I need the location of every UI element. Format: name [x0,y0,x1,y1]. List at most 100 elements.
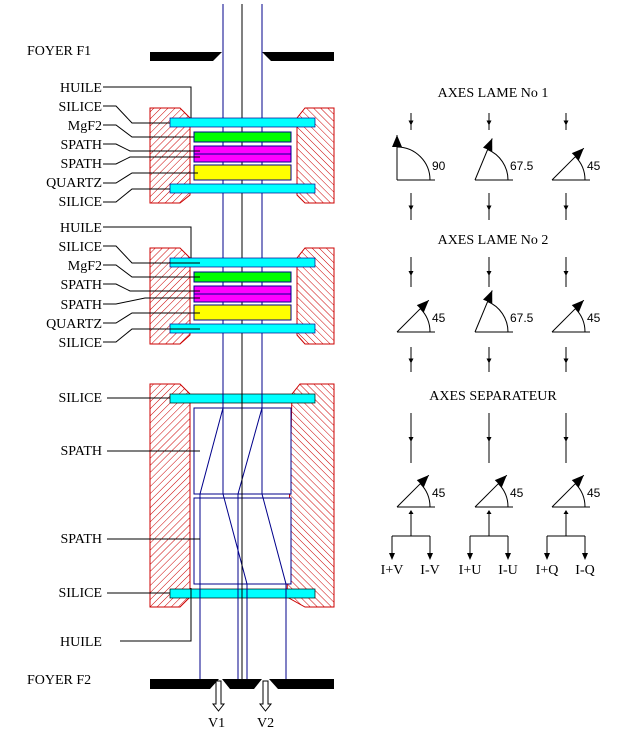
stack1-label-spath-b: SPATH [60,157,102,172]
housing-left [149,383,191,608]
lame2-axis-1-value: 67.5 [510,311,534,325]
polarization-separator [149,380,335,680]
lame1-input-arrow-2-head [563,120,569,126]
lame1-axis-1-value: 67.5 [510,159,534,173]
stack1-label-quartz: QUARTZ [46,176,102,191]
stack1-labels: HUILE SILICE MgF2 SPATH SPATH QUARTZ SIL… [46,81,200,210]
separateur-output-minus-2: I-Q [575,563,594,578]
lame1-axis-1-arrowhead [483,138,493,152]
lame2-axis-2-arc [574,308,586,333]
plate-quartz [193,304,292,321]
separateur-axis-1: 45 [474,474,524,508]
plate-silice-top [169,117,316,128]
housing-left [149,107,191,204]
axes-lame1-title: AXES LAME No 1 [438,86,549,101]
stack2-labels: HUILE SILICE MgF2 SPATH SPATH QUARTZ SIL… [46,221,200,351]
lame1-axis-2-value: 45 [587,159,601,173]
plate-mgf2 [193,271,292,283]
lame2-axis-1-arc [487,301,509,333]
axes-lame2-title: AXES LAME No 2 [438,233,549,248]
stack1-label-spath-a: SPATH [60,138,102,153]
stack1-label-silice-bottom: SILICE [58,195,102,210]
plate-spath-b [193,293,292,303]
lame1-output-arrow-2-head [563,205,569,211]
separateur-right-head-0 [427,553,433,560]
separateur-left-head-1 [467,553,473,560]
separated-beams [199,380,287,680]
plate-spath-a [193,145,292,155]
plate-spath-b [193,153,292,163]
separateur-output-plus-0: I+V [381,563,404,578]
lame2-input-arrow-0-head [408,271,414,276]
separator-label-spath-1: SPATH [60,444,102,459]
stack1-label-huile: HUILE [60,81,102,96]
plate-quartz [193,164,292,181]
stack2-label-silice-top: SILICE [58,240,102,255]
output-arrow-v2 [258,680,273,712]
separateur-axis-1-arrowhead [494,475,507,488]
lame2-output-arrow-2-head [563,358,569,364]
lame2-input-arrow-1-head [486,271,492,276]
output-arrow-v1 [211,680,226,712]
separateur-left-head-0 [389,553,395,560]
separateur-output-minus-0: I-V [420,563,439,578]
separator-label-silice-top: SILICE [58,391,102,406]
axes-separateur-title: AXES SEPARATEUR [429,389,557,404]
separateur-axis-1-value: 45 [510,486,524,500]
lame1-axis-1-arc [487,149,509,181]
housing-right [286,383,335,608]
lame2-axis-2: 45 [551,299,601,333]
stack2-label-huile: HUILE [60,221,102,236]
separateur-axis-0: 45 [396,474,446,508]
plate-spath-a [193,285,292,295]
lame2-axis-0-arrowhead [416,300,429,313]
lame1-output-arrow-0-head [408,205,414,211]
separateur-axis-2-arc [574,483,586,508]
lame1-axis-2-arrowhead [571,148,584,161]
separateur-axis-2: 45 [551,474,601,508]
lame2-axis-0-arc [419,308,431,333]
separateur-axis-1-arc [497,483,509,508]
separateur-axis-0-value: 45 [432,486,446,500]
output-label-v2: V2 [257,716,274,731]
focus-f1-label: FOYER F1 [27,44,91,59]
separateur-right-head-2 [582,553,588,560]
focus-f2-label: FOYER F2 [27,673,91,688]
separateur-axis-0-arrowhead [416,475,429,488]
lame2-output-arrow-0-head [408,358,414,364]
separateur-input-arrow-1-head [486,437,492,442]
lame2-axis-1: 67.5 [474,290,534,333]
lame1-input-arrow-1-head [486,120,492,126]
stack2-label-spath-b: SPATH [60,298,102,313]
lame1-axis-2-arc [574,156,586,181]
separateur-axis-0-arc [419,483,431,508]
axes-panels: AXES LAME No 1 AXES LAME No 2 AXES SEPAR… [381,86,601,578]
separateur-output-minus-1: I-U [498,563,517,578]
lame1-axis-0-arrowhead [392,135,402,147]
lame1-axis-0-value: 90 [432,159,446,173]
focus-f1-diaphragm [150,52,334,61]
separateur-axis-2-arrowhead [571,475,584,488]
lame1-axis-0: 90 [392,135,446,181]
lame2-axis-2-value: 45 [587,311,601,325]
lame1-axis-0-arc [396,146,431,181]
separator-label-spath-2: SPATH [60,532,102,547]
lame2-axis-2-arrowhead [571,300,584,313]
separator-label-silice-bottom: SILICE [58,586,102,601]
separateur-right-head-1 [505,553,511,560]
retarder-stack-2 [149,247,335,345]
stack1-label-silice-top: SILICE [58,100,102,115]
separateur-output-plus-1: I+U [459,563,482,578]
housing-left [149,247,191,345]
lame2-input-arrow-2-head [563,271,569,276]
separateur-output-plus-2: I+Q [536,563,559,578]
plate-silice-bottom [169,183,316,194]
output-label-v1: V1 [208,716,225,731]
stack2-label-silice-bottom: SILICE [58,336,102,351]
separator-labels: SILICE SPATH SPATH SILICE HUILE [58,391,200,650]
plate-mgf2 [193,131,292,143]
separateur-left-head-2 [544,553,550,560]
lame2-axis-0: 45 [396,299,446,333]
retarder-stack-1 [149,107,335,204]
